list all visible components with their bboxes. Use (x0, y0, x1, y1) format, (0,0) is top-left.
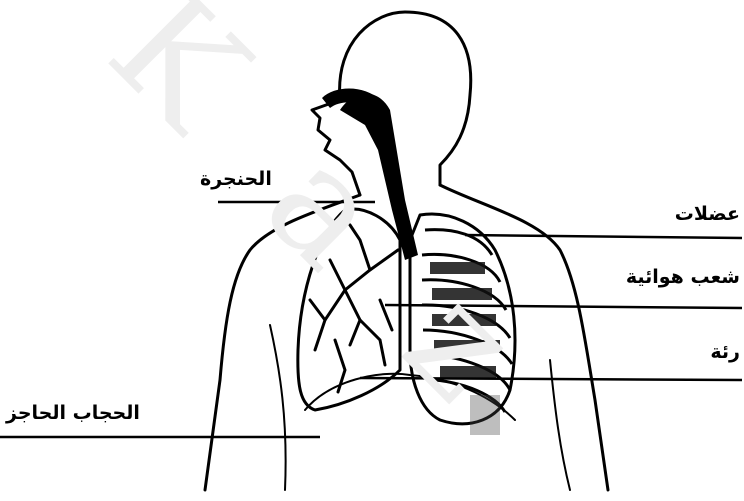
label-diaphragm: الحجاب الحاجز (6, 404, 140, 423)
label-bronchi: شعب هوائية (626, 268, 740, 287)
label-muscles: عضلات (675, 205, 740, 224)
label-larynx: الحنجرة (200, 170, 272, 189)
leader-muscles (465, 235, 742, 238)
left-arm-inner (270, 325, 286, 490)
label-lung: رئة (710, 343, 740, 362)
